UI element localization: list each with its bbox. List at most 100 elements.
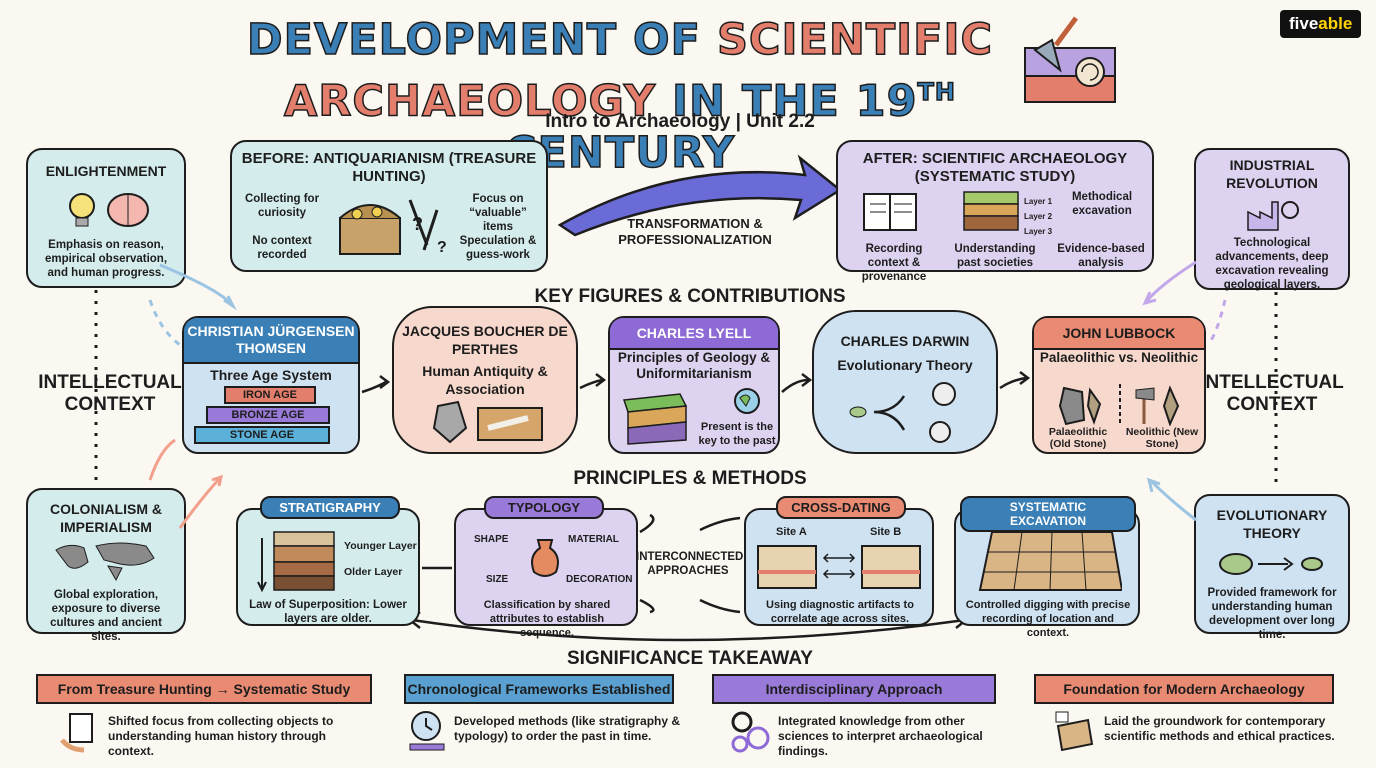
significance-text: Shifted focus from collecting objects to… (108, 714, 334, 758)
treasure-chest-icon: ? ? (339, 199, 447, 256)
decoration-label: DECORATION (566, 574, 633, 585)
excavation-grid-icon (978, 531, 1122, 591)
enlightenment-title: ENLIGHTENMENT (45, 163, 167, 179)
crossdating-tab: CROSS-DATING (776, 496, 906, 519)
stratigraphy-card: STRATIGRAPHY Younger Layer Older Layer L… (236, 496, 420, 626)
lubbock-card: JOHN LUBBOCK Palaeolithic vs. Neolithic … (1032, 316, 1206, 454)
clock-timeline-icon (409, 711, 445, 751)
title-part: DEVELOPMENT OF (246, 14, 701, 66)
before-item: Focus on “valuable” items (469, 193, 527, 233)
after-title: AFTER: SCIENTIFIC ARCHAEOLOGY (SYSTEMATI… (862, 150, 1128, 185)
evolution-title: EVOLUTIONARY THEORY (1216, 507, 1328, 541)
layer-label: Layer 3 (1024, 227, 1053, 236)
material-label: MATERIAL (568, 534, 619, 545)
lyell-name: CHARLES LYELL (610, 318, 778, 350)
colonialism-title: COLONIALISM & IMPERIALISM (50, 501, 162, 535)
trowel-fossil-icon (1024, 16, 1116, 103)
excavation-card: SYSTEMATIC EXCAVATION Controlled digging… (954, 496, 1140, 639)
thomsen-card: CHRISTIAN JÜRGENSEN THOMSEN Three Age Sy… (182, 316, 360, 454)
industrial-title: INDUSTRIAL REVOLUTION (1226, 157, 1318, 191)
site-b-label: Site B (870, 526, 902, 538)
globe-icon (734, 388, 760, 414)
older-layer-label: Older Layer (344, 566, 403, 578)
darwin-contribution: Evolutionary Theory (837, 357, 973, 373)
enlightenment-box: ENLIGHTENMENT Emphasis on reason, empiri… (26, 148, 186, 288)
crossdating-card: CROSS-DATING Site A Site B Using diagnos… (744, 496, 934, 626)
palaeolithic-label: Palaeolithic (Old Stone) (1048, 426, 1108, 450)
after-item: Evidence-based analysis (1057, 243, 1145, 269)
page-title: DEVELOPMENT OF SCIENTIFIC ARCHAEOLOGY IN… (210, 14, 1030, 179)
factory-gear-icon (1247, 201, 1299, 231)
industrial-text: Technological advancements, deep excavat… (1215, 237, 1329, 291)
industrial-revolution-box: INDUSTRIAL REVOLUTION Technological adva… (1194, 148, 1350, 291)
crossdating-text: Using diagnostic artifacts to correlate … (766, 599, 914, 625)
lubbock-name: JOHN LUBBOCK (1034, 318, 1204, 350)
after-item: Recording context & provenance (861, 243, 927, 283)
typology-card: TYPOLOGY SHAPE MATERIAL SIZE DECORATION … (454, 496, 638, 639)
perthes-card: JACQUES BOUCHER DE PERTHES Human Antiqui… (392, 306, 578, 454)
evolutionary-theory-box: EVOLUTIONARY THEORY Provided framework f… (1194, 494, 1350, 641)
ribbon-foundation-modern: Foundation for Modern Archaeology (1034, 674, 1334, 704)
significance-heading: SIGNIFICANCE TAKEAWAY (567, 648, 813, 669)
logo-text: five (1289, 14, 1319, 33)
fiveable-logo: fiveable (1280, 10, 1362, 38)
darwin-card: CHARLES DARWIN Evolutionary Theory (812, 310, 998, 454)
after-box: AFTER: SCIENTIFIC ARCHAEOLOGY (SYSTEMATI… (836, 140, 1154, 283)
skull-evolution-icon (849, 382, 956, 443)
title-part: IN THE 19 (671, 76, 918, 128)
layer-label: Layer 2 (1024, 212, 1053, 221)
typology-text: Classification by shared attributes to e… (483, 599, 611, 639)
dotted-connector-left (94, 290, 98, 486)
darwin-name: CHARLES DARWIN (840, 333, 970, 349)
layer-label: Layer 1 (1024, 197, 1053, 206)
evolution-text: Provided framework for understanding hum… (1207, 587, 1337, 641)
handaxe-bone-icon (432, 400, 543, 444)
stratigraphy-tab: STRATIGRAPHY (260, 496, 400, 519)
stratigraphy-text: Law of Superposition: Lower layers are o… (249, 599, 407, 625)
perthes-name: JACQUES BOUCHER DE PERTHES (402, 323, 568, 357)
dotted-connector-right (1274, 292, 1278, 490)
ribbon-interdisciplinary: Interdisciplinary Approach (712, 674, 996, 704)
title-part: SCIENTIFIC (716, 14, 994, 66)
transformation-label: TRANSFORMATION & PROFESSIONALIZATION (618, 216, 772, 247)
subtitle: Intro to Archaeology | Unit 2.2 (545, 111, 815, 132)
typology-tab: TYPOLOGY (484, 496, 604, 519)
lubbock-contribution: Palaeolithic vs. Neolithic (1039, 350, 1199, 365)
enlightenment-text: Emphasis on reason, empirical observatio… (44, 239, 168, 279)
notebook-icon (863, 193, 917, 231)
colonialism-box: COLONIALISM & IMPERIALISM Global explora… (26, 488, 186, 643)
cell-evolution-icon (1219, 553, 1323, 575)
geology-layers-icon (622, 393, 688, 445)
lyell-note: Present is the key to the past (698, 421, 776, 447)
svg-text:?: ? (437, 239, 447, 256)
intellectual-context-label-left: INTELLECTUAL CONTEXT (38, 372, 182, 415)
stratigraphy-icon (257, 531, 335, 593)
size-label: SIZE (486, 574, 509, 585)
intellectual-context-label-right: INTELLECTUAL CONTEXT (1200, 372, 1344, 415)
interconnected-label: INTERCONNECTED APPROACHES (636, 551, 744, 577)
before-title: BEFORE: ANTIQUARIANISM (TREASURE HUNTING… (241, 150, 537, 185)
significance-text: Developed methods (like stratigraphy & t… (454, 714, 681, 743)
title-part: ARCHAEOLOGY (283, 76, 657, 128)
after-item: Methodical excavation (1071, 191, 1133, 217)
shape-label: SHAPE (474, 534, 509, 545)
colonialism-text: Global exploration, exposure to diverse … (50, 589, 162, 643)
title-superscript: TH (917, 77, 956, 107)
iron-age-layer: IRON AGE (224, 386, 316, 404)
before-item: Speculation & guess-work (459, 235, 537, 261)
younger-layer-label: Younger Layer (344, 540, 417, 552)
before-item: Collecting for curiosity (244, 193, 320, 219)
stone-age-layer: STONE AGE (194, 426, 330, 444)
significance-text: Laid the groundwork for contemporary sci… (1104, 714, 1335, 743)
world-map-icon (55, 542, 155, 582)
before-item: No context recorded (252, 235, 312, 261)
after-item: Understanding past societies (954, 243, 1036, 269)
stone-tools-icon (1058, 384, 1180, 426)
perthes-contribution: Human Antiquity & Association (422, 363, 548, 397)
hand-document-icon (60, 713, 93, 753)
site-a-label: Site A (776, 526, 807, 538)
soil-layers-icon (963, 191, 1019, 231)
excavation-text: Controlled digging with precise recordin… (965, 599, 1131, 639)
pottery-icon (531, 539, 559, 577)
key-figures-heading: KEY FIGURES & CONTRIBUTIONS (534, 286, 846, 307)
